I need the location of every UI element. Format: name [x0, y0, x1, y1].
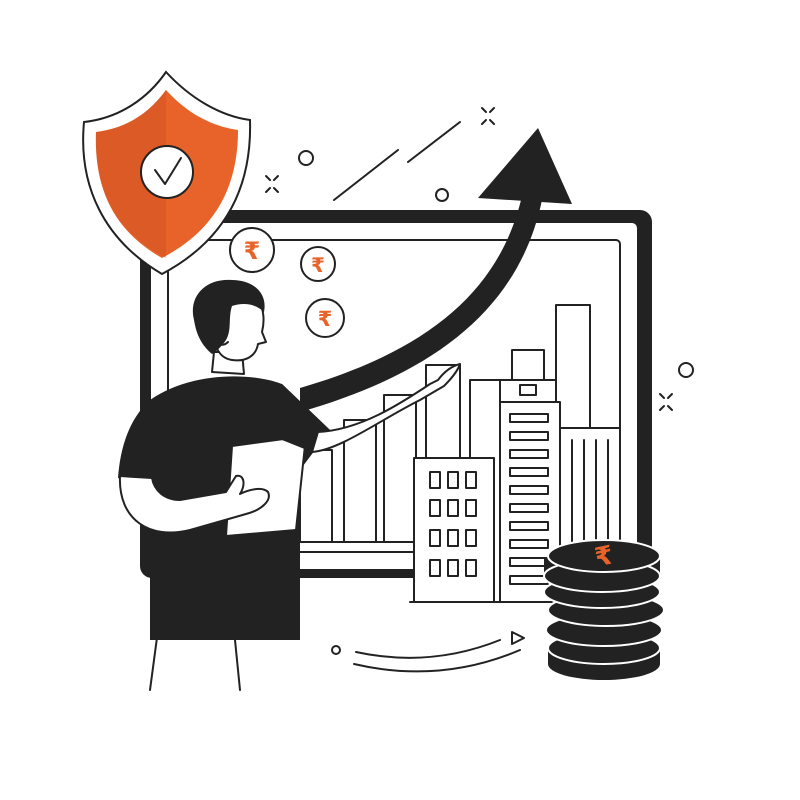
building-left	[413, 457, 495, 603]
coin-stack-icon: ₹	[543, 539, 665, 680]
city-buildings	[409, 349, 625, 603]
decor-circle	[331, 645, 341, 655]
rupee-symbol: ₹	[592, 540, 616, 573]
rupee-coin-icon: ₹	[229, 227, 275, 273]
growth-arrow-icon	[300, 128, 572, 412]
decor-circle	[435, 188, 449, 202]
bar-1	[299, 449, 333, 543]
rupee-coin-icon: ₹	[305, 298, 345, 338]
decor-circle	[298, 150, 314, 166]
shield-check-icon	[82, 70, 252, 276]
person-figure	[118, 279, 461, 691]
sparkle-icon	[481, 107, 495, 125]
rupee-symbol: ₹	[318, 307, 333, 331]
decor-circle	[678, 362, 694, 378]
bar-2	[343, 419, 377, 543]
sparkle-icon	[659, 393, 673, 411]
sparkle-icon	[265, 175, 279, 193]
rupee-symbol: ₹	[311, 253, 325, 277]
decorations	[265, 107, 694, 673]
rupee-coin-icon: ₹	[300, 246, 336, 282]
rupee-symbol: ₹	[244, 237, 261, 265]
